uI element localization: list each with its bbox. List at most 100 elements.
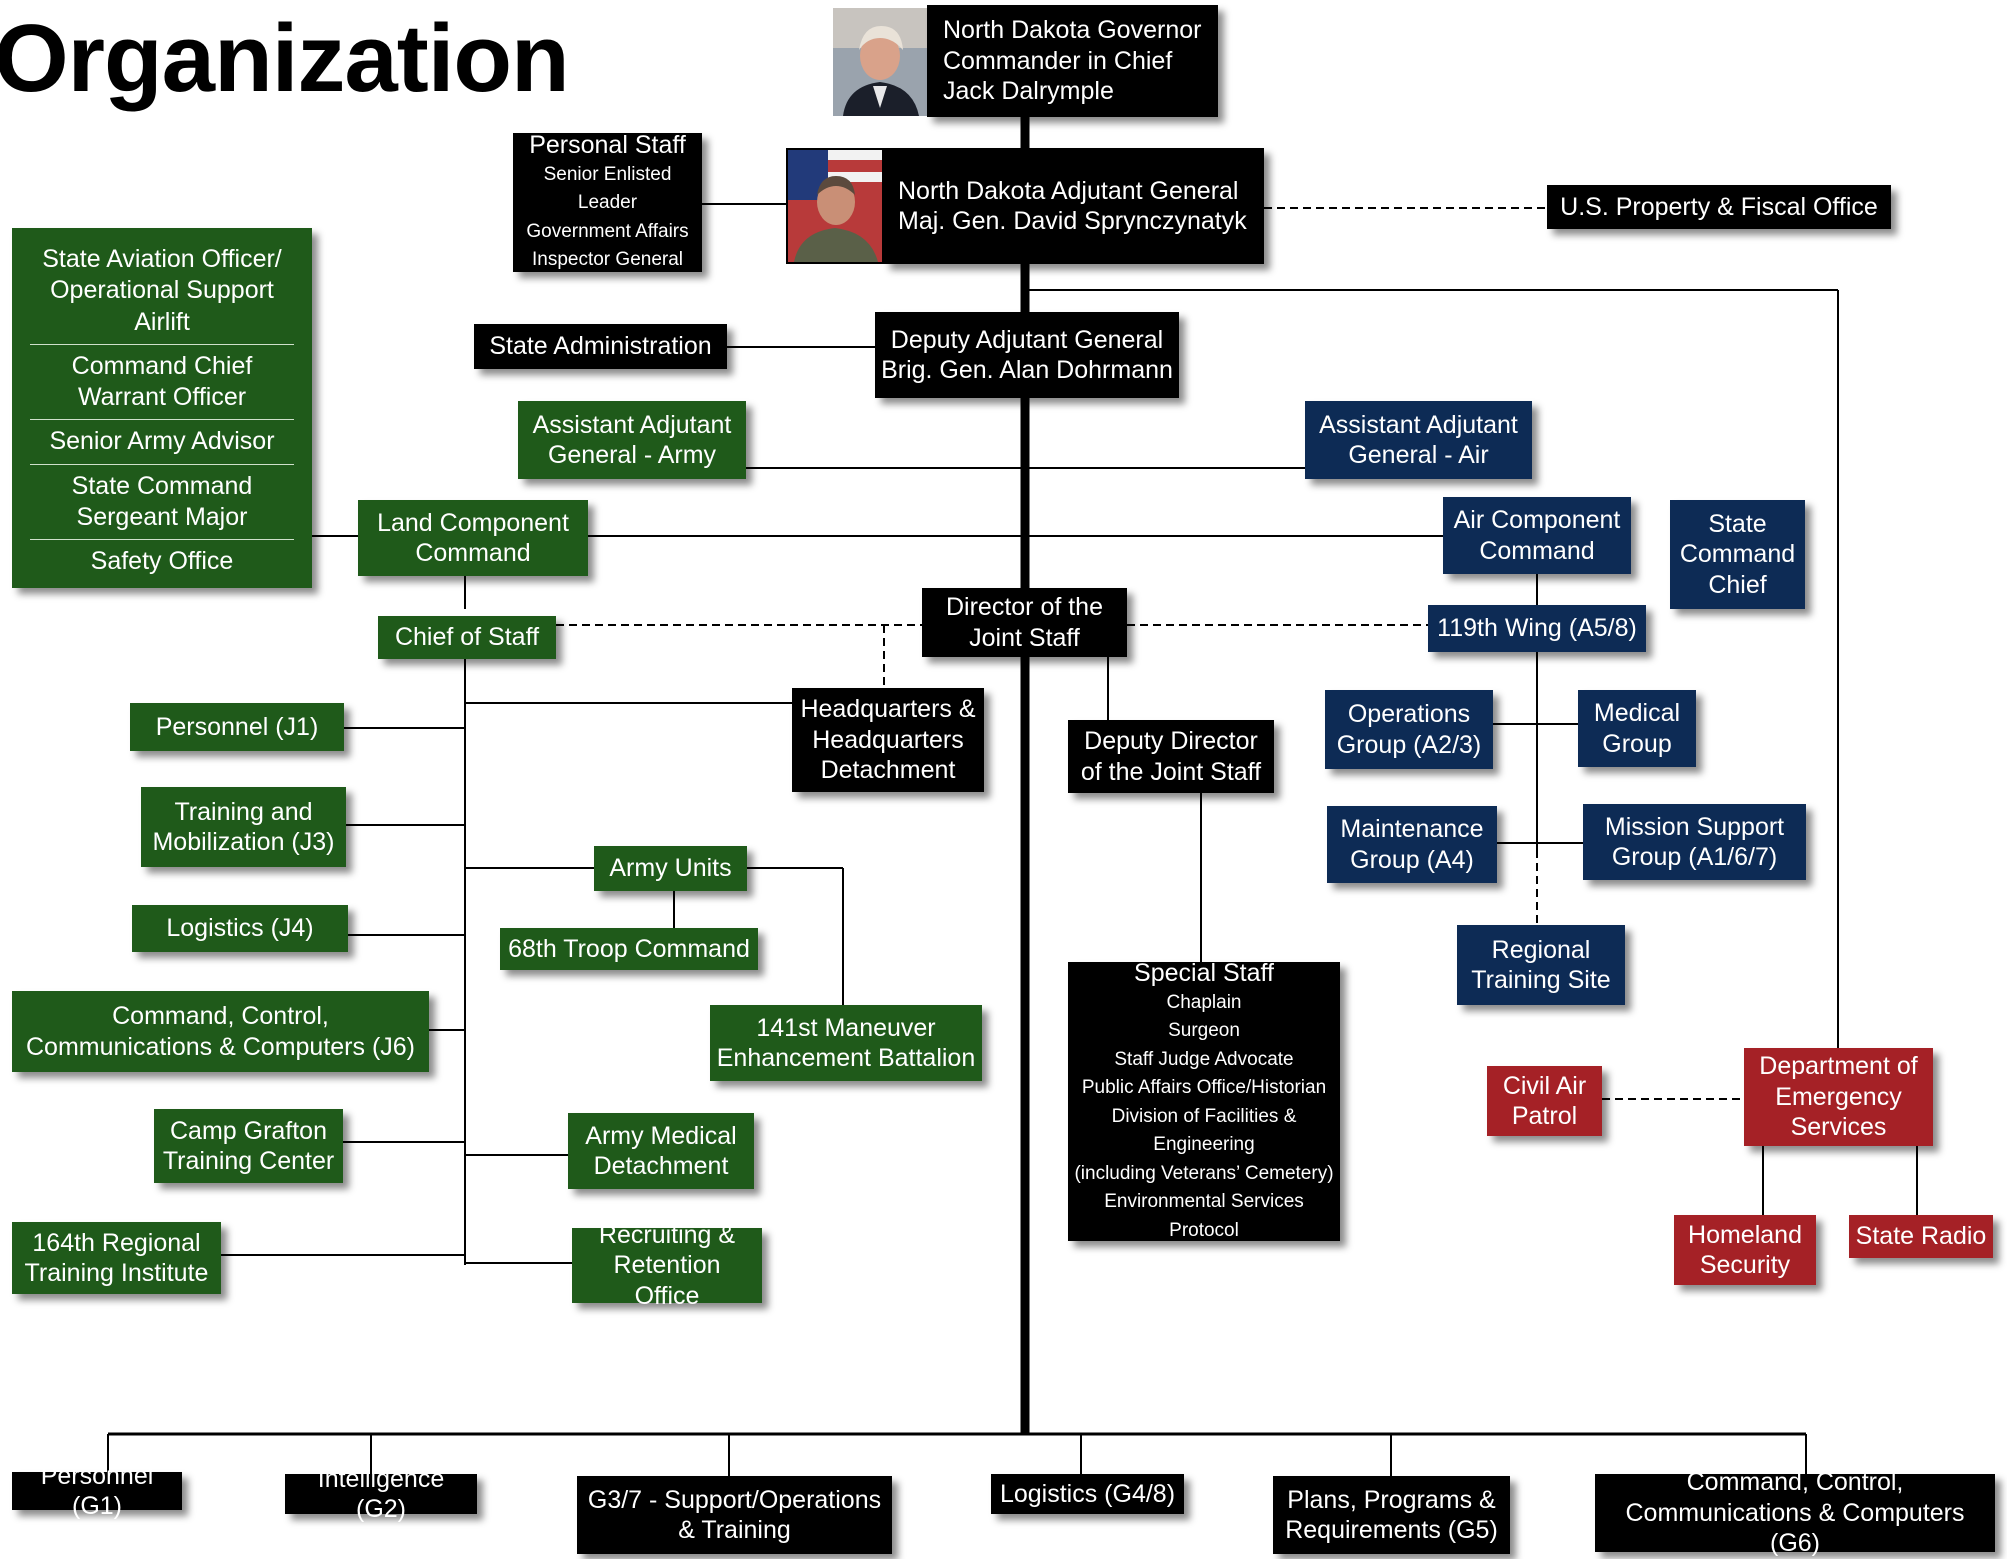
special-office-item: State Aviation Officer/ Operational Supp… (30, 238, 294, 345)
des-box: Department of Emergency Services (1744, 1048, 1933, 1146)
asst-ag-air-label: Assistant Adjutant General - Air (1319, 410, 1518, 470)
g6-label: Command, Control, Communications & Compu… (1625, 1468, 1965, 1558)
personal-staff-item: Inspector General (531, 249, 684, 271)
special-staff-item: Staff Judge Advocate (1114, 1048, 1294, 1070)
wing-label: 119th Wing (A5/8) (1437, 614, 1637, 643)
governor-line-2: Commander in Chief (943, 46, 1173, 75)
operations-group-box: Operations Group (A2/3) (1325, 690, 1493, 769)
g37-box: G3/7 - Support/Operations & Training (577, 1476, 892, 1554)
asst-ag-army-label: Assistant Adjutant General - Army (532, 410, 732, 470)
j1-label: Personnel (J1) (155, 712, 319, 741)
j1-box: Personnel (J1) (130, 703, 344, 751)
special-office-item: Command Chief Warrant Officer (30, 345, 294, 421)
uspfo-label: U.S. Property & Fiscal Office (1560, 192, 1878, 221)
chief-of-staff-label: Chief of Staff (394, 623, 540, 652)
homeland-security-label: Homeland Security (1688, 1220, 1802, 1280)
director-joint-staff-label: Director of the Joint Staff (945, 593, 1103, 652)
state-radio-box: State Radio (1849, 1215, 1993, 1258)
medical-group-label: Medical Group (1593, 699, 1681, 758)
mission-support-group-box: Mission Support Group (A1/6/7) (1583, 804, 1806, 880)
camp-grafton-label: Camp Grafton Training Center (162, 1116, 335, 1176)
deputy-ag-box: Deputy Adjutant General Brig. Gen. Alan … (875, 312, 1179, 398)
special-staff-item: (including Veterans’ Cemetery) (1074, 1162, 1334, 1184)
g37-label: G3/7 - Support/Operations & Training (587, 1485, 882, 1545)
recruiting-label: Recruiting & Retention Office (598, 1220, 736, 1310)
army-units-box: Army Units (594, 846, 747, 891)
civil-air-patrol-box: Civil Air Patrol (1487, 1066, 1602, 1136)
j6-label: Command, Control, Communications & Compu… (25, 1002, 415, 1061)
governor-box: North Dakota Governor Commander in Chief… (927, 5, 1218, 117)
hhd-box: Headquarters & Headquarters Detachment (792, 688, 984, 792)
chief-of-staff-box: Chief of Staff (378, 616, 556, 659)
civil-air-patrol-label: Civil Air Patrol (1502, 1071, 1587, 1131)
g48-box: Logistics (G4/8) (991, 1474, 1184, 1514)
director-joint-staff-box: Director of the Joint Staff (922, 588, 1127, 657)
governor-line-1: North Dakota Governor (943, 16, 1202, 45)
j4-label: Logistics (J4) (166, 914, 314, 943)
j3-box: Training and Mobilization (J3) (141, 787, 346, 867)
governor-line-3: Jack Dalrymple (943, 77, 1114, 106)
operations-group-label: Operations Group (A2/3) (1336, 700, 1482, 759)
g2-label: Intelligence (G2) (317, 1464, 445, 1524)
air-component-box: Air Component Command (1443, 497, 1631, 574)
state-radio-label: State Radio (1855, 1222, 1987, 1251)
special-staff-item: Surgeon (1168, 1020, 1240, 1041)
j4-box: Logistics (J4) (132, 905, 348, 952)
troop-command-box: 68th Troop Command (500, 928, 758, 970)
land-component-box: Land Component Command (358, 500, 588, 576)
adjutant-general-line-1: North Dakota Adjutant General (898, 176, 1239, 205)
rts-box: Regional Training Site (1457, 925, 1625, 1005)
meb-box: 141st Maneuver Enhancement Battalion (710, 1005, 982, 1081)
personal-staff-box: Personal Staff Senior Enlisted Leader Go… (513, 131, 702, 272)
homeland-security-box: Homeland Security (1674, 1215, 1816, 1285)
state-command-chief-box: State Command Chief (1670, 500, 1805, 609)
personal-staff-item: Government Affairs (526, 220, 689, 242)
maintenance-group-box: Maintenance Group (A4) (1327, 806, 1497, 883)
special-staff-box: Special Staff Chaplain Surgeon Staff Jud… (1068, 959, 1340, 1241)
g1-label: Personnel (G1) (40, 1461, 154, 1521)
hhd-label: Headquarters & Headquarters Detachment (800, 695, 976, 785)
adjutant-general-photo (786, 148, 884, 264)
g48-label: Logistics (G4/8) (999, 1479, 1176, 1508)
rts-label: Regional Training Site (1471, 935, 1611, 995)
camp-grafton-box: Camp Grafton Training Center (154, 1109, 343, 1183)
rti-box: 164th Regional Training Institute (12, 1222, 221, 1294)
troop-command-label: 68th Troop Command (508, 934, 750, 963)
g5-label: Plans, Programs & Requirements (G5) (1285, 1485, 1498, 1545)
land-component-label: Land Component Command (377, 508, 569, 568)
special-staff-item: Protocol (1169, 1219, 1239, 1241)
personal-staff-item: Senior Enlisted Leader (543, 163, 672, 214)
special-staff-item: Environmental Services (1104, 1191, 1304, 1212)
special-staff-title: Special Staff (1134, 959, 1274, 987)
state-admin-box: State Administration (474, 324, 727, 369)
state-command-chief-label: State Command Chief (1679, 509, 1796, 599)
personal-staff-title: Personal Staff (529, 131, 686, 160)
g1-box: Personnel (G1) (12, 1462, 182, 1520)
maintenance-group-label: Maintenance Group (A4) (1340, 815, 1484, 874)
g5-box: Plans, Programs & Requirements (G5) (1273, 1476, 1510, 1554)
recruiting-box: Recruiting & Retention Office (572, 1221, 762, 1310)
special-staff-item: Public Affairs Office/Historian (1081, 1077, 1327, 1098)
special-staff-item: Chaplain (1166, 991, 1242, 1013)
page-title: Organization (0, 5, 570, 112)
special-office-item: State Command Sergeant Major (30, 465, 294, 540)
g2-box: Intelligence (G2) (285, 1465, 477, 1523)
asst-ag-army-box: Assistant Adjutant General - Army (518, 401, 746, 479)
governor-photo (833, 8, 927, 116)
j3-label: Training and Mobilization (J3) (152, 797, 335, 857)
state-admin-label: State Administration (489, 332, 712, 361)
deputy-ag-line-1: Deputy Adjutant General (890, 325, 1164, 354)
special-offices-stack: State Aviation Officer/ Operational Supp… (12, 228, 312, 588)
special-office-item: Safety Office (90, 547, 234, 575)
deputy-director-label: Deputy Director of the Joint Staff (1080, 727, 1262, 786)
adjutant-general-box: North Dakota Adjutant General Maj. Gen. … (884, 148, 1264, 264)
meb-label: 141st Maneuver Enhancement Battalion (716, 1013, 976, 1073)
wing-box: 119th Wing (A5/8) (1428, 605, 1646, 652)
mission-support-group-label: Mission Support Group (A1/6/7) (1604, 812, 1785, 872)
uspfo-box: U.S. Property & Fiscal Office (1547, 185, 1891, 229)
des-label: Department of Emergency Services (1759, 1052, 1918, 1142)
rti-label: 164th Regional Training Institute (24, 1228, 209, 1288)
air-component-label: Air Component Command (1453, 506, 1621, 565)
special-office-item: Senior Army Advisor (30, 420, 294, 465)
medical-group-box: Medical Group (1578, 690, 1696, 767)
